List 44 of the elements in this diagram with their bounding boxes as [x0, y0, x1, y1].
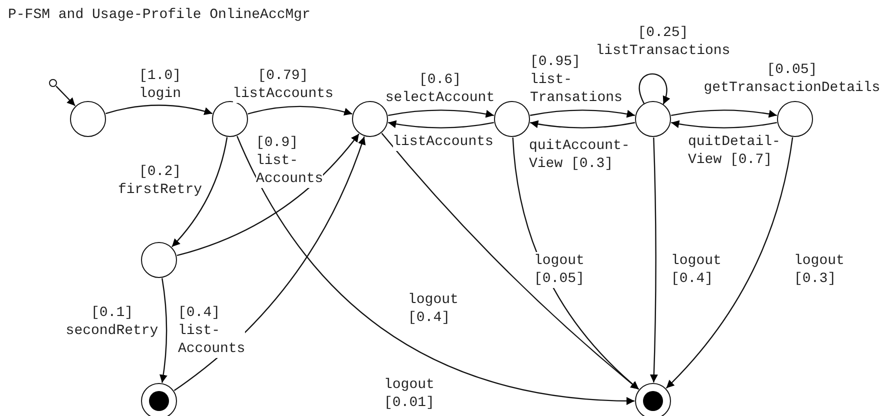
final-state-circle [635, 383, 671, 416]
transition-arrow [174, 136, 366, 392]
edge-label: quitAccount- View [0.3] [529, 137, 630, 173]
state-circle [635, 101, 671, 137]
edge-label: [0.05] getTransactionDetails [704, 61, 880, 97]
state-circle [777, 101, 813, 137]
edge-label: [0.1] secondRetry [66, 304, 158, 340]
edge-label: logout [0.01] [384, 376, 434, 412]
transition-arrow [671, 120, 777, 128]
state-circle [352, 101, 388, 137]
state-circle [212, 101, 248, 137]
transition-arrow [650, 137, 658, 383]
edge-label: logout [0.4] [408, 291, 458, 327]
transition-arrow [159, 278, 168, 383]
transition-arrow [530, 120, 635, 128]
transition-arrow [56, 86, 76, 106]
edge-label: [0.2] firstRetry [118, 163, 202, 199]
initial-state-dot [49, 79, 57, 87]
transition-arrow [388, 120, 494, 128]
state-circle [70, 101, 106, 137]
transition-arrow [176, 133, 360, 256]
edge-label: logout [0.3] [794, 252, 844, 288]
edge-label: [0.4] list- Accounts [178, 304, 246, 358]
edge-label: listAccounts [392, 133, 494, 151]
transition-arrow [671, 110, 777, 118]
final-state-circle [141, 383, 177, 416]
transition-arrow [106, 104, 212, 116]
diagram-title: P-FSM and Usage-Profile OnlineAccMgr [8, 6, 310, 24]
edge-label: quitDetail- View [0.7] [688, 133, 780, 169]
transition-arrow [381, 132, 640, 390]
transition-arrow [171, 137, 228, 248]
edge-label: logout [0.4] [671, 252, 722, 288]
state-circle [141, 242, 177, 278]
state-circle [494, 101, 530, 137]
transition-arrow [530, 110, 635, 118]
edge-label: [0.9] list- Accounts [256, 134, 324, 188]
transition-arrow [236, 136, 635, 405]
transition-arrow [248, 106, 352, 116]
transition-arrow [638, 73, 670, 104]
transition-arrow [666, 137, 794, 389]
edge-label: logout [0.05] [534, 252, 584, 288]
edge-label: [1.0] login [138, 67, 181, 103]
transition-arrow [388, 110, 494, 118]
edge-label: [0.79] listAccounts [232, 67, 334, 103]
